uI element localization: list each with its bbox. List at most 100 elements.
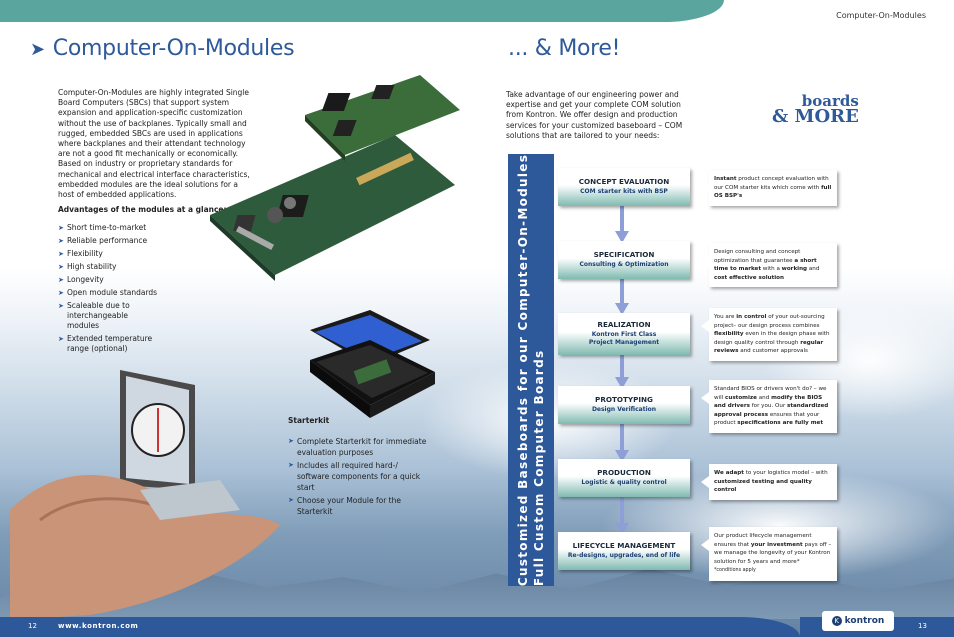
list-item: High stability (58, 262, 258, 272)
vertical-banner-text: Customized Baseboards for our Computer-O… (508, 154, 554, 586)
desc-bold: full OS BSP's (714, 184, 832, 200)
down-arrow-icon (615, 205, 629, 243)
right-page-title: ... & More! (508, 36, 621, 61)
step-production: PRODUCTION Logistic & quality control (558, 459, 690, 497)
desc-text: Design consulting and concept optimizati… (714, 249, 801, 264)
description-lifecycle-management: Our product lifecycle management ensures… (701, 527, 837, 581)
kontron-wordmark: kontron (844, 616, 885, 626)
list-item: Choose your Module for the Starterkit (288, 495, 428, 517)
desc-footnote: *conditions apply (714, 568, 756, 574)
down-arrow-icon (615, 497, 629, 535)
page-number-right: 13 (918, 622, 927, 630)
step-title: CONCEPT EVALUATION (578, 177, 670, 186)
desc-bold: regular reviews (714, 339, 824, 355)
description-production: We adapt to your logistics model – with … (701, 464, 837, 500)
desc-bold: specifications are fully met (737, 420, 824, 427)
down-arrow-icon (615, 351, 629, 389)
desc-text: and customer approvals (738, 348, 808, 355)
desc-bold: Instant (714, 176, 737, 182)
step-subtitle: Re-designs, upgrades, end of life (567, 552, 681, 559)
desc-bold: modify the BIOS and drivers (714, 394, 823, 410)
desc-bold: We adapt (714, 470, 744, 476)
title-arrow-icon: ➤ (30, 39, 45, 60)
desc-text: with a (761, 266, 782, 273)
list-item: Longevity (58, 275, 258, 285)
desc-text: product concept evaluation with our COM … (714, 176, 829, 191)
step-prototyping: PROTOTYPING Design Verification (558, 386, 690, 424)
desc-text: Standard BIOS or drivers won't do? – we … (714, 386, 827, 401)
running-title: Computer-On-Modules (836, 11, 926, 20)
kontron-mark-icon: K (831, 616, 842, 626)
down-arrow-icon (615, 277, 629, 315)
desc-bold: working (781, 266, 808, 273)
step-concept-evaluation: CONCEPT EVALUATION COM starter kits with… (558, 168, 690, 206)
desc-text: Our product lifecycle management ensures… (714, 533, 812, 548)
list-item: Scaleable due to interchangeable modules (58, 301, 156, 331)
list-item: Flexibility (58, 249, 258, 259)
list-item: Short time-to-market (58, 223, 258, 233)
vertical-line2: Full Custom Computer Boards (532, 349, 546, 587)
advantages-list: Short time-to-market Reliable performanc… (58, 223, 258, 357)
header-band (0, 0, 724, 22)
desc-bold: customize (725, 394, 757, 401)
step-subtitle: Design Verification (591, 406, 657, 413)
vertical-banner (508, 154, 554, 586)
list-item: Includes all required hard-/ software co… (288, 460, 428, 493)
desc-bold: your investment (750, 541, 803, 548)
description-concept-evaluation: Instant product concept evaluation with … (701, 170, 837, 206)
step-specification: SPECIFICATION Consulting & Optimization (558, 241, 690, 279)
desc-bold: a short time to market (714, 257, 817, 273)
desc-bold: cost effective solution (714, 274, 785, 281)
starterkit-heading: Starterkit (288, 416, 330, 425)
step-subtitle: COM starter kits with BSP (580, 188, 668, 195)
boards-and-more-logo: boards & MORE (772, 92, 859, 127)
list-item: Complete Starterkit for immediate evalua… (288, 436, 428, 458)
vertical-line1: Customized Baseboards for our Computer-O… (516, 153, 530, 587)
list-item: Open module standards (58, 288, 258, 298)
step-subtitle: Kontron First Class Project Management (588, 331, 660, 346)
logo-line2: & MORE (772, 106, 859, 127)
desc-text: and (807, 266, 820, 273)
step-title: PROTOTYPING (595, 395, 653, 404)
step-subtitle: Logistic & quality control (581, 479, 667, 486)
step-lifecycle-management: LIFECYCLE MANAGEMENT Re-designs, upgrade… (558, 532, 690, 570)
desc-text: to your logistics model – with (743, 470, 828, 476)
description-prototyping: Standard BIOS or drivers won't do? – we … (701, 380, 837, 433)
desc-bold: customized testing and quality control (714, 478, 812, 494)
left-page-title: ➤ Computer-On-Modules (30, 36, 295, 61)
step-title: PRODUCTION (597, 468, 651, 477)
starterkit-list: Complete Starterkit for immediate evalua… (288, 436, 428, 519)
desc-text: of your out-sourcing project– our design… (714, 314, 825, 329)
step-title: SPECIFICATION (593, 250, 655, 259)
step-realization: REALIZATION Kontron First Class Project … (558, 313, 690, 355)
description-specification: Design consulting and concept optimizati… (701, 243, 837, 288)
desc-text: even in the design phase with design qua… (714, 331, 830, 346)
footer-band (0, 617, 800, 637)
down-arrow-icon (615, 424, 629, 462)
left-title-text: Computer-On-Modules (52, 36, 295, 61)
right-intro-paragraph: Take advantage of our engineering power … (506, 90, 683, 140)
starterkit-case-image (310, 310, 435, 418)
desc-text: You are (714, 314, 737, 320)
desc-bold: standardized approval process (714, 403, 829, 418)
desc-text: pays off – we manage the longevity of yo… (714, 541, 832, 565)
description-realization: You are in control of your out-sourcing … (701, 308, 837, 361)
desc-bold: flexibility (714, 331, 744, 338)
step-subtitle: Consulting & Optimization (579, 261, 669, 268)
hand-with-compass-image (10, 370, 280, 620)
logo-line1: boards (801, 92, 859, 110)
advantages-heading: Advantages of the modules at a glance: (58, 205, 227, 214)
left-intro-paragraph: Computer-On-Modules are highly integrate… (58, 88, 250, 200)
computer-module-board-image (210, 75, 460, 281)
page-number-left: 12 (28, 622, 37, 630)
list-item: Extended temperature range (optional) (58, 334, 156, 354)
desc-bold: in control (736, 314, 767, 320)
desc-text: for you. Our (749, 403, 788, 410)
desc-text: and (756, 394, 772, 401)
step-title: REALIZATION (597, 320, 651, 329)
website-link[interactable]: www.kontron.com (58, 622, 139, 630)
step-title: LIFECYCLE MANAGEMENT (572, 541, 676, 550)
list-item: Reliable performance (58, 236, 258, 246)
desc-text: ensures that your product (714, 411, 820, 427)
